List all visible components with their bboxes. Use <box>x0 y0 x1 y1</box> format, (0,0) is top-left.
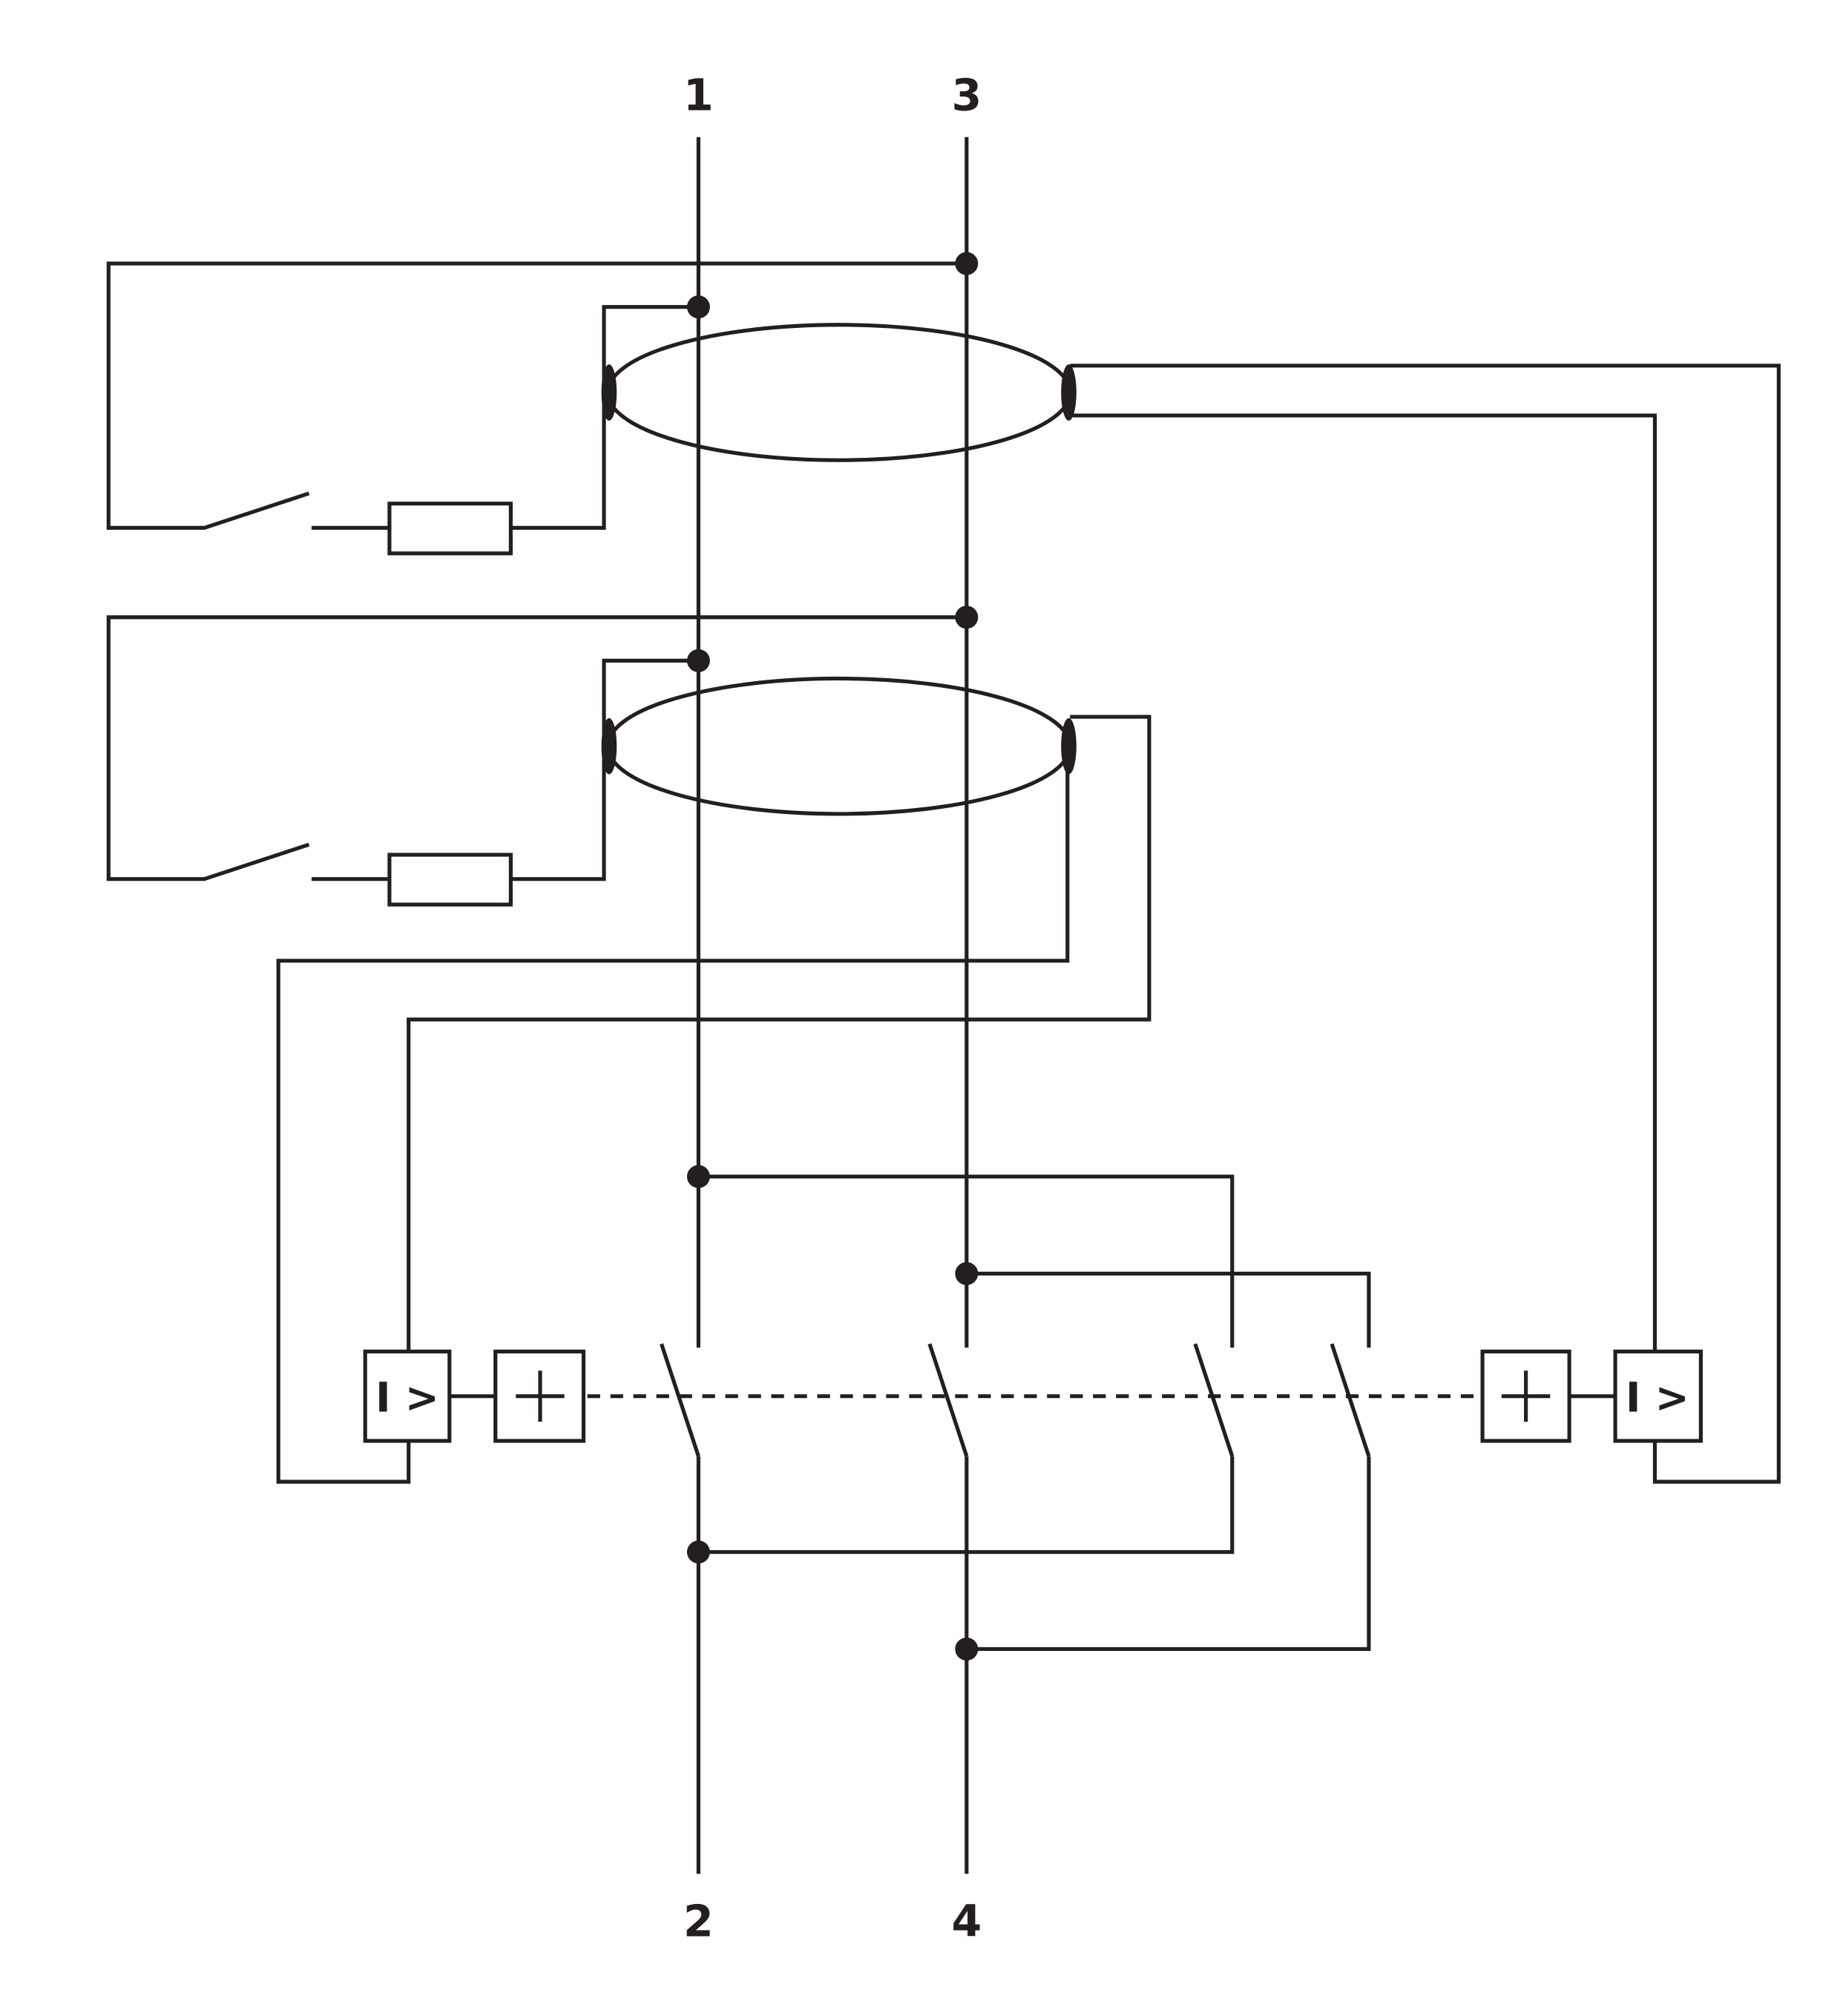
resistor-2 <box>387 853 513 907</box>
left-trip-unit: I > <box>363 1349 586 1443</box>
relay-label-left: I > <box>375 1373 439 1421</box>
current-transformer-2 <box>276 676 1151 1484</box>
parallel-branches <box>686 1165 1371 1661</box>
current-transformer-1 <box>601 323 1781 1484</box>
resistor-1 <box>387 502 513 556</box>
test-circuit-1 <box>106 252 979 556</box>
right-trip-unit: I > <box>1480 1349 1703 1443</box>
terminal-label-3: 3 <box>951 70 982 121</box>
trip-coil-left <box>493 1349 586 1443</box>
terminal-label-1: 1 <box>683 70 714 121</box>
terminal-label-4: 4 <box>951 1897 982 1947</box>
overcurrent-relay-right <box>1613 1349 1703 1443</box>
terminal-label-2: 2 <box>683 1897 714 1947</box>
switch-contacts <box>587 1343 1482 1457</box>
main-conductors <box>696 137 969 1874</box>
relay-label-right: I > <box>1626 1373 1689 1421</box>
test-circuit-2 <box>106 605 979 907</box>
